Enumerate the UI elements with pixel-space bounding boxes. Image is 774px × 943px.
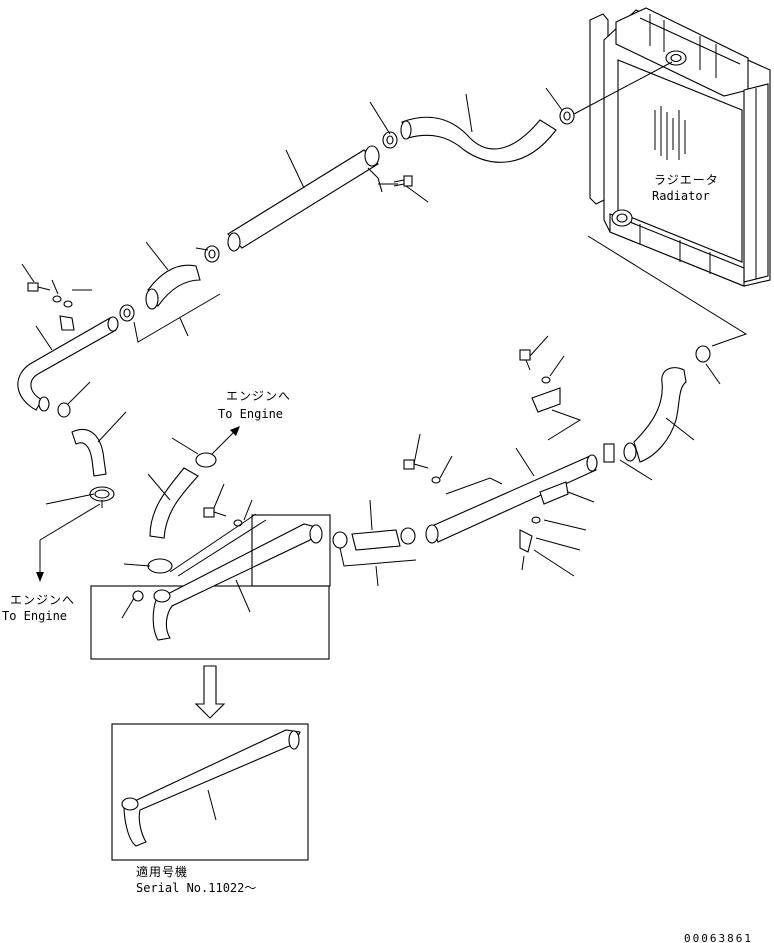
- elbow-hose-left: [71, 429, 107, 477]
- radiator: [589, 7, 771, 287]
- to-engine-upper-en: To Engine: [218, 407, 283, 421]
- detail-box-old: [90, 585, 330, 660]
- bolt-left-top: [27, 282, 73, 308]
- hose-clamp-upper-1: [559, 107, 575, 125]
- to-engine-left-jp: エンジンへ: [10, 593, 75, 607]
- radiator-label-en: Radiator: [652, 189, 710, 203]
- radiator-label-jp: ラジエータ: [654, 173, 719, 187]
- serial-label-jp: 適用号機: [136, 864, 188, 879]
- plug-old: [132, 590, 144, 602]
- drawing-id: 00063861: [684, 932, 753, 943]
- down-arrow: [194, 665, 226, 719]
- leader-lines: [21, 61, 748, 821]
- hose-clamp-upper-2: [382, 131, 398, 149]
- hose-clamp-lower-2: [603, 443, 615, 463]
- bolt-upper-pipe: [393, 175, 413, 187]
- upper-long-pipe: [227, 145, 383, 252]
- hose-to-engine-center: [147, 452, 217, 574]
- bracket-lower-right: [531, 387, 561, 413]
- lower-radiator-hose: [623, 367, 687, 463]
- hose-upper-middle: [145, 264, 201, 310]
- bent-pipe-left: [17, 316, 119, 412]
- bolt-center: [203, 507, 243, 527]
- hose-clamp-lower-1: [695, 345, 711, 363]
- bolt-lower-right: [403, 459, 441, 484]
- hose-clamp-mid-2: [119, 304, 135, 322]
- hose-clamp-left: [57, 402, 71, 418]
- hose-clamp-mid-1: [204, 245, 220, 263]
- valve-fittings: [519, 481, 569, 553]
- to-engine-arrow-left: [36, 503, 101, 582]
- to-engine-left-en: To Engine: [2, 609, 67, 623]
- serial-label-en: Serial No.11022〜: [136, 881, 256, 895]
- detail-box-new: [111, 723, 309, 861]
- water-pipe-old: [152, 523, 323, 641]
- to-engine-upper-jp: エンジンへ: [226, 389, 291, 403]
- water-pipe-new: [121, 729, 301, 847]
- to-engine-arrow-upper: [211, 426, 240, 455]
- clamp-left-bottom: [89, 486, 115, 502]
- detail-frame-top: [251, 514, 331, 587]
- bracket-left: [59, 315, 75, 331]
- upper-radiator-hose: [400, 116, 557, 163]
- lower-pipe-right: [425, 454, 598, 544]
- bolt-bracket: [519, 349, 551, 384]
- center-hose: [332, 527, 416, 551]
